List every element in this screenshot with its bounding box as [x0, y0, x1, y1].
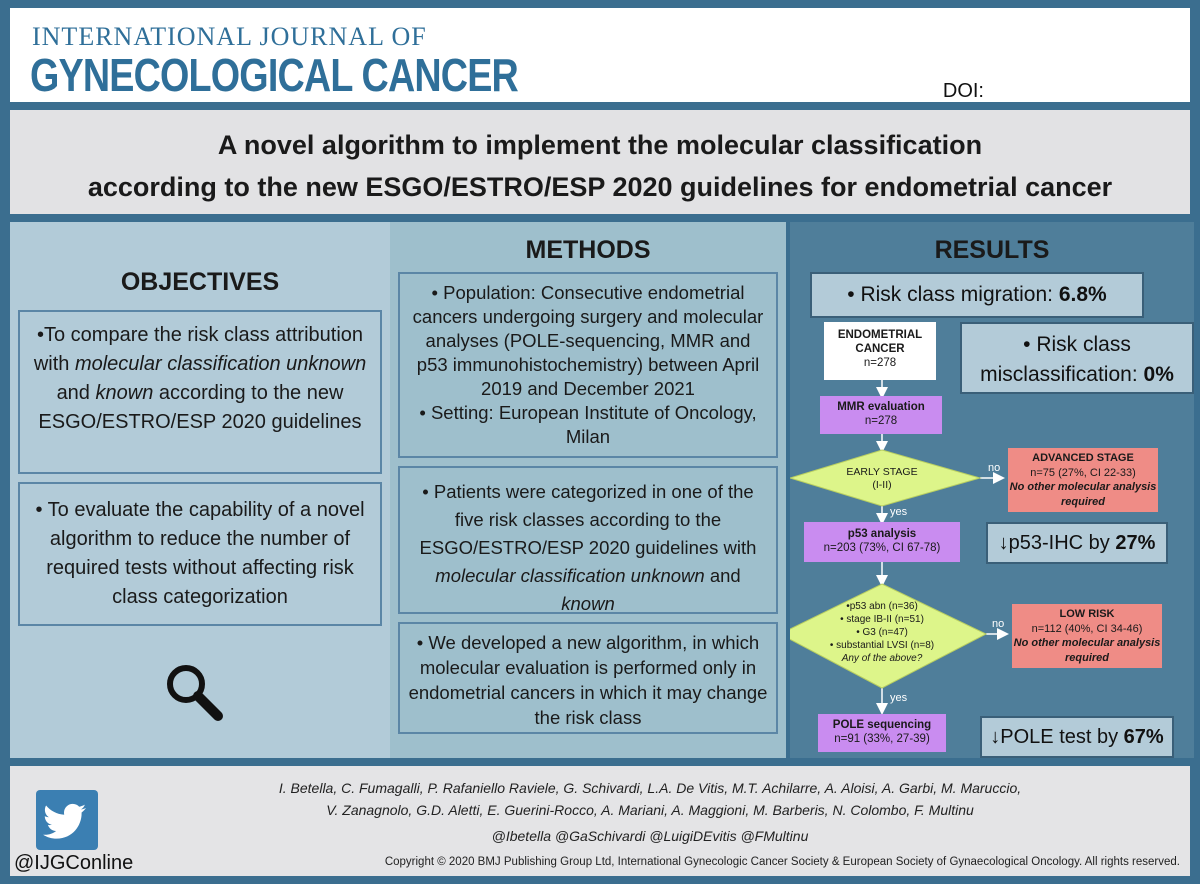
flow-advanced-n: n=75 (27%, CI 22-33) — [1030, 466, 1136, 479]
journal-header: INTERNATIONAL JOURNAL OF GYNECOLOGICAL C… — [10, 8, 1190, 102]
flow-p53-analysis: p53 analysis n=203 (73%, CI 67-78) — [804, 522, 960, 562]
objective-item-2: • To evaluate the capability of a novel … — [18, 482, 382, 626]
objective-1-part3: according to the new ESGO/ESTRO/ESP 2020… — [38, 382, 362, 433]
methods-heading: METHODS — [525, 236, 651, 264]
flow-early-sub: (I-II) — [872, 479, 892, 491]
methods-setting: • Setting: European Institute of Oncolog… — [419, 402, 757, 447]
results-column: RESULTS • Risk class migration: 6.8% • R… — [790, 222, 1194, 758]
methods-2-part2: and — [704, 565, 741, 586]
methods-item-3: • We developed a new algorithm, in which… — [398, 622, 778, 734]
methods-item-2: • Patients were categorized in one of th… — [398, 466, 778, 614]
title-line-2: according to the new ESGO/ESTRO/ESP 2020… — [87, 172, 1113, 202]
flow-low-note: No other molecular analysis required — [1013, 637, 1161, 664]
flow-endometrial-cancer: ENDOMETRIAL CANCER n=278 — [824, 322, 936, 380]
p53-reduction-value: 27% — [1115, 532, 1156, 554]
flow-start-title: ENDOMETRIAL CANCER — [837, 329, 923, 355]
early-stage-diamond — [790, 449, 982, 507]
flow-pole-n: n=91 (33%, 27-39) — [834, 733, 930, 745]
twitter-bird-shape — [43, 803, 86, 839]
risk-migration-value: 6.8% — [1058, 283, 1107, 306]
methods-population: • Population: Consecutive endometrial ca… — [412, 282, 764, 399]
misclassification-value: 0% — [1143, 363, 1174, 386]
flow-mmr-title: MMR evaluation — [837, 401, 925, 413]
flow-low-risk: LOW RISK n=112 (40%, CI 34-46) No other … — [1012, 604, 1162, 668]
objectives-heading: OBJECTIVES — [120, 268, 280, 296]
flow-start-n: n=278 — [863, 357, 897, 369]
misclassification-box: • Risk class misclassification: 0% — [960, 322, 1194, 394]
flow-pole-sequencing: POLE sequencing n=91 (33%, 27-39) — [818, 714, 946, 752]
flow-early-stage-text: EARLY STAGE (I-II) — [830, 466, 934, 492]
flow-p53-title: p53 analysis — [847, 528, 917, 540]
journal-name-line1: INTERNATIONAL JOURNAL OF — [32, 22, 427, 51]
objective-1-em2: known — [95, 382, 154, 404]
p53-reduction-box: ↓p53-IHC by 27% — [986, 522, 1168, 564]
methods-2-part1: • Patients were categorized in one of th… — [419, 481, 757, 558]
conditions-diamond — [790, 583, 988, 689]
flow-cond-3: • G3 (n=47) — [856, 627, 908, 638]
authors-line-1: I. Betella, C. Fumagalli, P. Rafaniello … — [278, 780, 1022, 796]
flow-mmr-n: n=278 — [864, 415, 898, 427]
copyright-notice: Copyright © 2020 BMJ Publishing Group Lt… — [384, 856, 1180, 868]
objective-item-1: •To compare the risk class attribution w… — [18, 310, 382, 474]
flow-conditions-text: •p53 abn (n=36) • stage IB-II (n=51) • G… — [812, 600, 952, 665]
flow-cond-4: • substantial LVSI (n=8) — [829, 640, 935, 651]
twitter-handle[interactable]: @IJGConline — [14, 852, 134, 874]
author-handles: @Ibetella @GaSchivardi @LuigiDEvitis @FM… — [491, 828, 809, 844]
results-heading: RESULTS — [934, 236, 1050, 264]
pole-reduction-label: ↓POLE test by — [990, 726, 1124, 748]
objective-1-em1: molecular classification unknown — [74, 353, 367, 375]
risk-migration-box: • Risk class migration: 6.8% — [810, 272, 1144, 318]
objectives-column: OBJECTIVES •To compare the risk class at… — [10, 222, 390, 758]
flow-advanced-note: No other molecular analysis required — [1009, 481, 1157, 508]
flow-p53-n: n=203 (73%, CI 67-78) — [823, 542, 941, 554]
flow-advanced-title: ADVANCED STAGE — [1032, 452, 1134, 464]
flow-cond-1: •p53 abn (n=36) — [846, 601, 918, 612]
flow-cond-question: Any of the above? — [841, 653, 923, 664]
journal-name-line2: GYNECOLOGICAL CANCER — [30, 49, 519, 101]
objective-1-part2: and — [56, 382, 96, 404]
flow-yes-label-1: yes — [890, 506, 908, 518]
twitter-bird-icon[interactable] — [36, 790, 98, 850]
magnifier-icon — [167, 665, 223, 721]
footer: @IJGConline I. Betella, C. Fumagalli, P.… — [10, 766, 1190, 876]
methods-column: METHODS • Population: Consecutive endome… — [390, 222, 786, 758]
pole-reduction-value: 67% — [1123, 726, 1164, 748]
flow-no-label-1: no — [988, 462, 1001, 474]
misclassification-label: • Risk class misclassification: — [980, 333, 1144, 386]
doi-label: DOI: — [942, 80, 984, 102]
flow-early-title: EARLY STAGE — [846, 466, 918, 478]
flowchart-connectors — [790, 380, 1009, 715]
flow-yes-label-2: yes — [890, 692, 908, 704]
flow-no-label-2: no — [992, 618, 1005, 630]
methods-item-1: • Population: Consecutive endometrial ca… — [398, 272, 778, 458]
p53-reduction-label: ↓p53-IHC by — [998, 532, 1116, 554]
flow-mmr-evaluation: MMR evaluation n=278 — [820, 396, 942, 434]
risk-migration-label: • Risk class migration: — [847, 283, 1059, 306]
flow-cond-2: • stage IB-II (n=51) — [840, 614, 924, 625]
flow-low-title: LOW RISK — [1059, 608, 1115, 620]
methods-2-em1: molecular classification unknown — [435, 565, 705, 586]
pole-reduction-box: ↓POLE test by 67% — [980, 716, 1174, 758]
flow-advanced-stage: ADVANCED STAGE n=75 (27%, CI 22-33) No o… — [1008, 448, 1158, 512]
methods-2-em2: known — [561, 593, 615, 614]
title-line-1: A novel algorithm to implement the molec… — [217, 130, 983, 160]
objective-1-part1: •To compare the risk class attribution w… — [33, 324, 364, 375]
title-band: A novel algorithm to implement the molec… — [10, 110, 1190, 214]
flow-pole-title: POLE sequencing — [832, 719, 932, 731]
authors-line-2: V. Zanagnolo, G.D. Aletti, E. Guerini-Ro… — [326, 802, 974, 818]
flow-low-n: n=112 (40%, CI 34-46) — [1031, 622, 1143, 635]
